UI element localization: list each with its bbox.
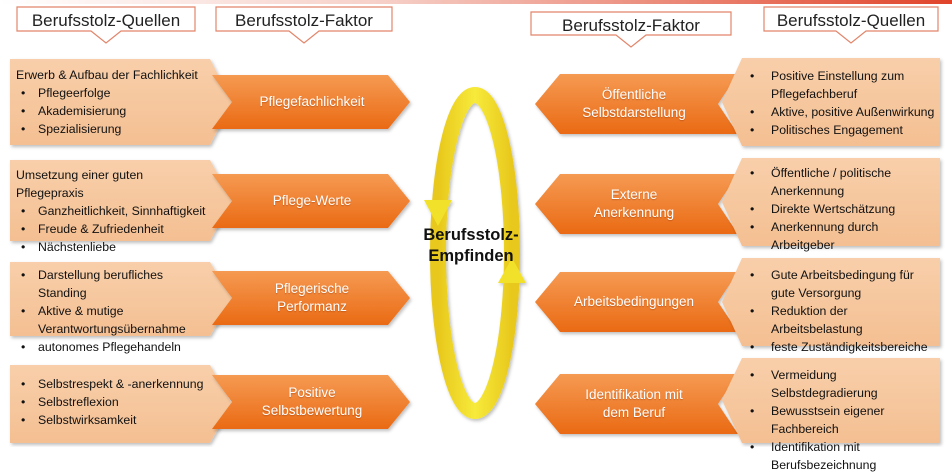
- header-shapes: [16, 6, 939, 48]
- factor-label-line: Externe: [610, 187, 658, 202]
- factor-pflegefachlichkeit: Pflegefachlichkeit: [232, 75, 392, 129]
- source-bullet: Identifikation mit Berufsbezeichnung: [744, 438, 938, 474]
- source-bullet: Positive Einstellung zum Pflegefachberuf: [744, 67, 938, 103]
- left-source-1: Erwerb & Aufbau der Fachlichkeit Pflegee…: [16, 66, 212, 138]
- source-intro: Umsetzung einer guten Pflegepraxis: [16, 168, 144, 200]
- source-bullet: Politisches Engagement: [744, 121, 938, 139]
- left-source-3: Darstellung berufliches Standing Aktive …: [16, 266, 208, 356]
- factor-label-line: Performanz: [277, 299, 347, 314]
- left-source-4: Selbstrespekt & -anerkennung Selbstrefle…: [16, 375, 208, 429]
- source-bullet: Darstellung berufliches Standing: [16, 266, 208, 302]
- source-bullet: Bewusstsein eigener Fachbereich: [744, 402, 938, 438]
- source-bullet: Reduktion der Arbeitsbelastung: [744, 302, 938, 338]
- source-bullet: Nächstenliebe: [16, 238, 212, 256]
- right-factor-shape-4: [535, 374, 738, 434]
- factor-label-line: Öffentliche: [601, 87, 667, 102]
- factor-externe-anerkennung: Externe Anerkennung: [548, 174, 720, 234]
- source-bullet: Selbstreflexion: [16, 393, 208, 411]
- source-bullet: Anerkennung durch Arbeitgeber: [744, 218, 938, 254]
- right-factor-shape-3: [535, 272, 738, 332]
- source-bullet: Pflegeerfolge: [16, 84, 212, 102]
- source-bullet: Gute Arbeitsbedingung für gute Versorgun…: [744, 266, 938, 302]
- left-factor-shape-3: [212, 271, 410, 325]
- right-factor-header-shape: [530, 11, 732, 48]
- right-source-2: Öffentliche / politische Anerkennung Dir…: [744, 164, 938, 254]
- factor-oeffentliche-selbstdarstellung: Öffentliche Selbstdarstellung: [548, 74, 720, 134]
- cycle-arrow: [424, 87, 526, 419]
- source-bullet: Akademisierung: [16, 102, 212, 120]
- right-sources-header-shape: [763, 6, 939, 44]
- right-factor-shapes: [535, 74, 738, 434]
- factor-label-line: dem Beruf: [602, 405, 666, 420]
- right-source-1: Positive Einstellung zum Pflegefachberuf…: [744, 67, 938, 139]
- factor-pflegerische-performanz: Pflegerische Performanz: [232, 271, 392, 325]
- right-sources-header: Berufsstolz-Quellen: [776, 11, 926, 30]
- factor-label-line: Pflegerische: [274, 281, 350, 296]
- source-bullet: Öffentliche / politische Anerkennung: [744, 164, 938, 200]
- source-bullet: Selbstwirksamkeit: [16, 411, 208, 429]
- right-factor-header: Berufsstolz-Faktor: [562, 16, 700, 35]
- right-source-3: Gute Arbeitsbedingung für gute Versorgun…: [744, 266, 938, 356]
- left-factor-shape-1: [212, 75, 410, 129]
- source-bullet: feste Zuständigkeitsbereiche: [744, 338, 938, 356]
- right-source-4: Vermeidung Selbstdegradierung Bewusstsei…: [744, 366, 938, 474]
- factor-label-line: Selbstbewertung: [261, 403, 363, 418]
- source-bullet: Ganzheitlichkeit, Sinnhaftigkeit: [16, 202, 212, 220]
- factor-label-line: Arbeitsbedingungen: [573, 294, 695, 309]
- top-accent-bar: [0, 0, 952, 4]
- source-bullet: Direkte Wertschätzung: [744, 200, 938, 218]
- factor-positive-selbstbewertung: Positive Selbstbewertung: [232, 375, 392, 429]
- factor-label-line: Anerkennung: [593, 205, 675, 220]
- right-factor-shape-1: [535, 74, 738, 134]
- left-factor-header-shape: [215, 6, 393, 44]
- source-bullet: Selbstrespekt & -anerkennung: [16, 375, 208, 393]
- right-factor-shape-2: [535, 174, 738, 234]
- factor-pflege-werte: Pflege-Werte: [232, 174, 392, 228]
- center-label: Berufsstolz- Empfinden: [412, 225, 530, 267]
- left-source-2: Umsetzung einer guten Pflegepraxis Ganzh…: [16, 166, 212, 256]
- source-bullet: Aktive & mutige Verantwortungsübernahme: [16, 302, 208, 338]
- left-factor-shapes: [212, 75, 410, 429]
- factor-label-line: Selbstdarstellung: [582, 105, 686, 120]
- left-factor-shape-2: [212, 174, 410, 228]
- factor-label-line: Pflegefachlichkeit: [259, 94, 365, 109]
- source-bullet: Spezialisierung: [16, 120, 212, 138]
- center-label-line: Berufsstolz-: [423, 226, 519, 244]
- factor-label-line: Positive: [288, 385, 336, 400]
- factor-identifikation-mit-dem-beruf: Identifikation mit dem Beruf: [548, 374, 720, 434]
- factor-arbeitsbedingungen: Arbeitsbedingungen: [548, 272, 720, 332]
- cycle-arrow-head-left: [424, 200, 452, 226]
- cycle-arrow-head-right: [498, 258, 526, 283]
- left-factor-shape-4: [212, 375, 410, 429]
- factor-label-line: Identifikation mit: [585, 387, 683, 402]
- source-bullet: Vermeidung Selbstdegradierung: [744, 366, 938, 402]
- left-sources-header: Berufsstolz-Quellen: [31, 11, 181, 30]
- source-bullet: Aktive, positive Außenwirkung: [744, 103, 938, 121]
- factor-label-line: Pflege-Werte: [272, 193, 352, 208]
- source-bullet: Freude & Zufriedenheit: [16, 220, 212, 238]
- center-label-line: Empfinden: [428, 247, 514, 265]
- left-sources-header-shape: [16, 6, 196, 44]
- source-bullet: autonomes Pflegehandeln: [16, 338, 208, 356]
- source-intro: Erwerb & Aufbau der Fachlichkeit: [16, 68, 198, 82]
- left-factor-header: Berufsstolz-Faktor: [235, 11, 373, 30]
